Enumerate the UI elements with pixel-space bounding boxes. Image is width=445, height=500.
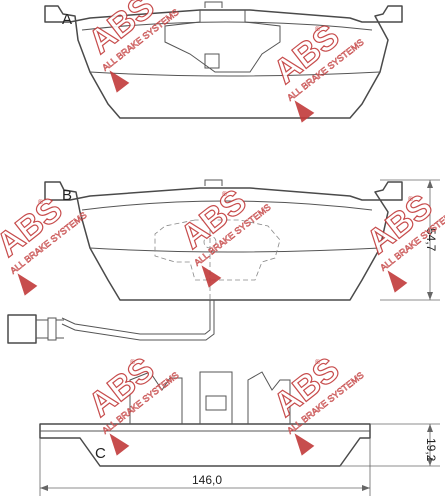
height-dimension-value: 54,7 — [424, 228, 438, 252]
svg-text:®: ® — [128, 357, 138, 367]
abs-watermark-logo: ABS ALL BRAKE SYSTEMS ® — [81, 350, 181, 456]
height-dimension — [380, 179, 440, 301]
width-dimension — [39, 438, 371, 496]
svg-text:®: ® — [313, 357, 323, 367]
view-c-label: C — [95, 445, 106, 462]
view-b-center-detail — [154, 219, 281, 300]
svg-text:®: ® — [36, 197, 46, 207]
wear-sensor-cable — [61, 300, 215, 341]
thickness-dimension-value: 19,2 — [424, 438, 438, 462]
view-a-pad-outline — [44, 1, 403, 119]
abs-watermark-logo: ABS ALL BRAKE SYSTEMS ® — [359, 187, 445, 293]
svg-text:®: ® — [406, 194, 416, 204]
view-b-pad-outline — [44, 179, 403, 301]
svg-text:®: ® — [313, 24, 323, 34]
svg-text:®: ® — [220, 189, 230, 199]
thickness-dimension — [340, 423, 440, 467]
width-dimension-value: 146,0 — [192, 473, 222, 487]
svg-text:®: ® — [128, 0, 138, 4]
abs-watermark-logo: ABS ALL BRAKE SYSTEMS ® — [81, 0, 181, 93]
view-a-label: A — [62, 11, 72, 28]
wear-sensor-connector — [7, 314, 64, 344]
view-b-label: B — [62, 187, 72, 204]
